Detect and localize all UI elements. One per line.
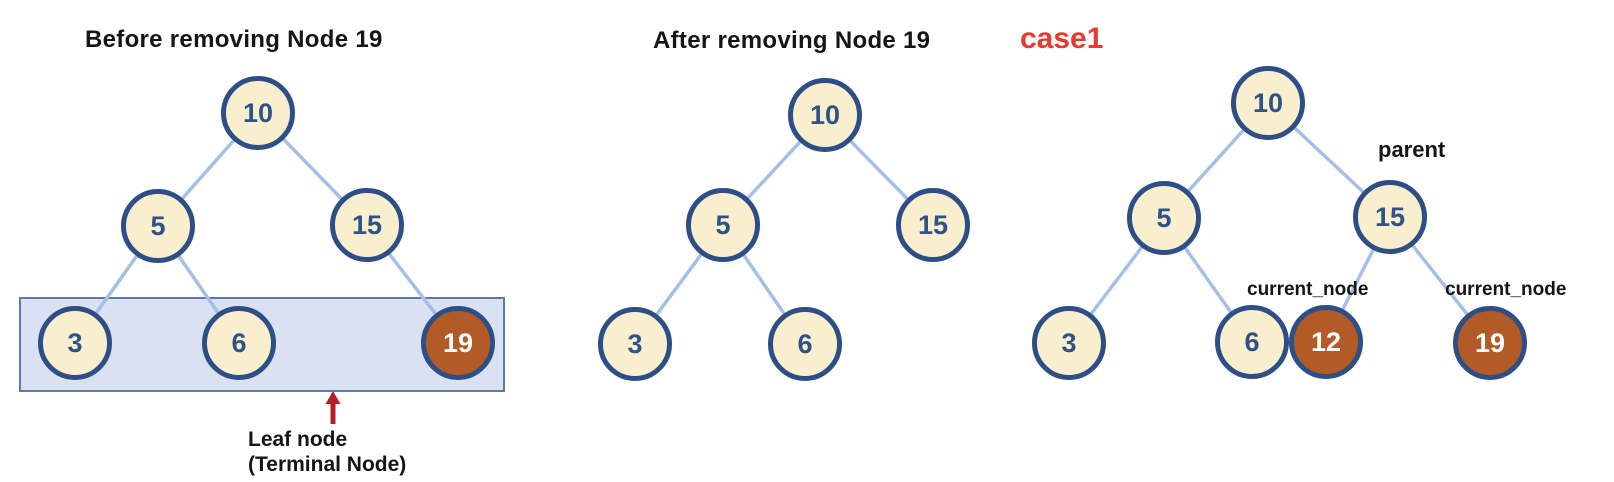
before-node-19-highlighted: 19: [421, 306, 495, 380]
leaf-pointer-arrow: [325, 391, 341, 424]
before-diagram-title: Before removing Node 19: [85, 26, 383, 53]
after-node-5: 5: [686, 188, 760, 262]
case1-node-19-current: 19: [1453, 306, 1527, 380]
case1-node-10: 10: [1231, 66, 1305, 140]
after-diagram-title: After removing Node 19: [653, 27, 931, 54]
case1-label: case1: [1020, 22, 1104, 55]
before-node-15: 15: [330, 188, 404, 262]
after-tree-edges: [633, 113, 935, 346]
after-node-6: 6: [768, 307, 842, 381]
leaf-node-caption: Leaf node (Terminal Node): [248, 427, 406, 477]
case1-node-3: 3: [1032, 306, 1106, 380]
leaf-node-caption-line2: (Terminal Node): [248, 453, 407, 476]
case1-node-15-parent: 15: [1353, 180, 1427, 254]
before-node-3: 3: [38, 306, 112, 380]
after-node-3: 3: [598, 307, 672, 381]
current-node-annotation-left: current_node: [1247, 279, 1369, 300]
after-node-15: 15: [896, 188, 970, 262]
case1-node-12-current: 12: [1289, 305, 1363, 379]
current-node-annotation-right: current_node: [1445, 279, 1567, 300]
case1-node-6: 6: [1215, 305, 1289, 379]
case1-node-5: 5: [1127, 181, 1201, 255]
before-node-5: 5: [121, 189, 195, 263]
before-node-10: 10: [221, 76, 295, 150]
leaf-node-caption-line1: Leaf node: [248, 428, 348, 451]
before-node-6: 6: [202, 306, 276, 380]
after-node-10: 10: [788, 78, 862, 152]
parent-annotation: parent: [1378, 137, 1446, 162]
